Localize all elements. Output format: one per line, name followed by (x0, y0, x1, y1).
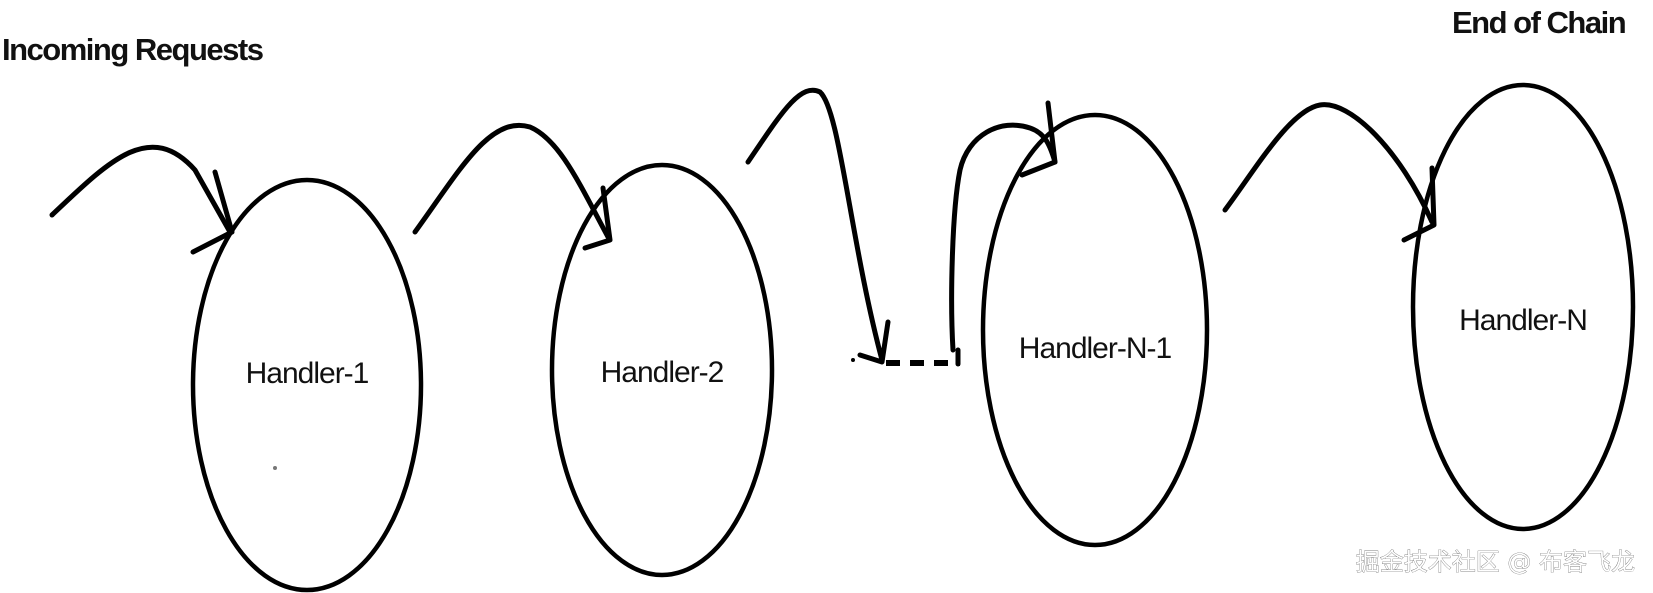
arrow-incoming-to-handler-1 (49, 144, 235, 255)
node-label: Handler-N-1 (1019, 332, 1172, 365)
arrow-ellipsis-to-handler-n-1 (949, 100, 1058, 353)
node-ellipse (980, 112, 1210, 548)
arrow-handler-1-to-handler-2 (412, 122, 613, 251)
node-label: Handler-1 (246, 357, 369, 390)
arrow-head-icon (1019, 100, 1058, 178)
watermark-text: 掘金技术社区 @ 布客飞龙 (1356, 548, 1635, 576)
handler-node-n: Handler-N (1410, 82, 1636, 532)
arrow-handler-n-1-to-handler-n (1222, 102, 1437, 243)
handler-node-n-1: Handler-N-1 (980, 112, 1210, 548)
arrow-line (949, 122, 1058, 353)
arrow-head-icon (857, 319, 891, 365)
arrow-line (49, 144, 233, 235)
node-ellipse (190, 177, 424, 593)
node-label: Handler-N (1459, 304, 1587, 337)
end-of-chain-label: End of Chain (1452, 5, 1626, 40)
node-ellipse (1410, 82, 1636, 532)
incoming-requests-label: Incoming Requests (2, 32, 263, 67)
handler-node-2: Handler-2 (549, 162, 775, 578)
stray-dot (851, 358, 855, 362)
handler-node-1: Handler-1 (190, 177, 424, 593)
node-label: Handler-2 (601, 356, 724, 389)
arrow-handler-2-to-ellipsis (745, 87, 891, 365)
arrow-line (412, 122, 611, 240)
arrow-head-icon (582, 185, 613, 251)
arrow-head-icon (190, 169, 235, 255)
stray-speck (273, 466, 277, 470)
arrow-line (745, 87, 885, 363)
arrow-head-icon (1401, 165, 1437, 243)
ellipsis-connector (851, 347, 961, 367)
arrow-line (1222, 102, 1435, 225)
node-ellipse (549, 162, 775, 578)
